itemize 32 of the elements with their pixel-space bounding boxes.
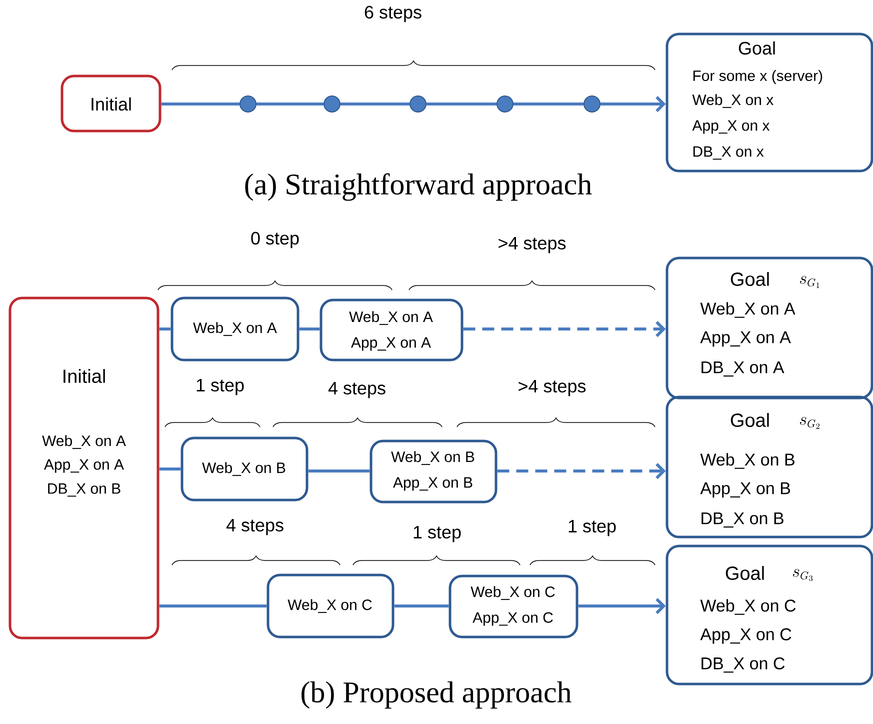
goal-box: Goal $s_{G_1}$ Web_X on A App_X on A DB_X on A — [666, 256, 873, 400]
state-box: Web_X on B App_X on B — [370, 440, 498, 504]
dot — [410, 96, 426, 112]
caption: (b) Proposed approach — [302, 681, 572, 709]
step-label: 0 step — [251, 232, 299, 248]
step-label: 6 steps — [364, 6, 422, 22]
arrow — [578, 598, 666, 614]
dot — [324, 96, 340, 112]
arrow — [600, 96, 666, 112]
state-box: Web_X on C — [266, 574, 394, 638]
state-box: Web_X on A — [170, 296, 300, 362]
step-label: 1 step — [414, 526, 461, 542]
caption: (a) Straightforward approach — [245, 173, 592, 201]
state-box: Web_X on A App_X on A — [320, 298, 464, 362]
step-label: >4 steps — [498, 236, 566, 254]
state-box: Web_X on C App_X on C — [448, 574, 578, 638]
initial-box: Initial — [60, 74, 162, 132]
dot — [584, 96, 600, 112]
goal-box: Goal $s_{G_3}$ Web_X on C App_X on C DB_X on C — [666, 544, 873, 686]
arrow — [497, 462, 666, 480]
dot — [496, 96, 514, 112]
state-box: Web_X on B — [180, 436, 308, 502]
dot — [240, 96, 256, 112]
arrow — [463, 320, 666, 338]
step-label: 1 step — [196, 378, 244, 396]
step-label: 1 step — [568, 520, 616, 536]
step-label: 4 steps — [226, 518, 284, 536]
step-label: 4 steps — [328, 382, 386, 398]
goal-box: Initial Web_X on A App_X on A DB_X on B — [8, 296, 160, 640]
goal-box: Goal For some x (server) Web_X on x App_X on x DB_X on x — [666, 32, 873, 172]
goal-box: Goal $s_{G_2}$ Web_X on B App_X on B DB_X on B — [666, 396, 873, 538]
step-label: >4 steps — [518, 380, 586, 396]
